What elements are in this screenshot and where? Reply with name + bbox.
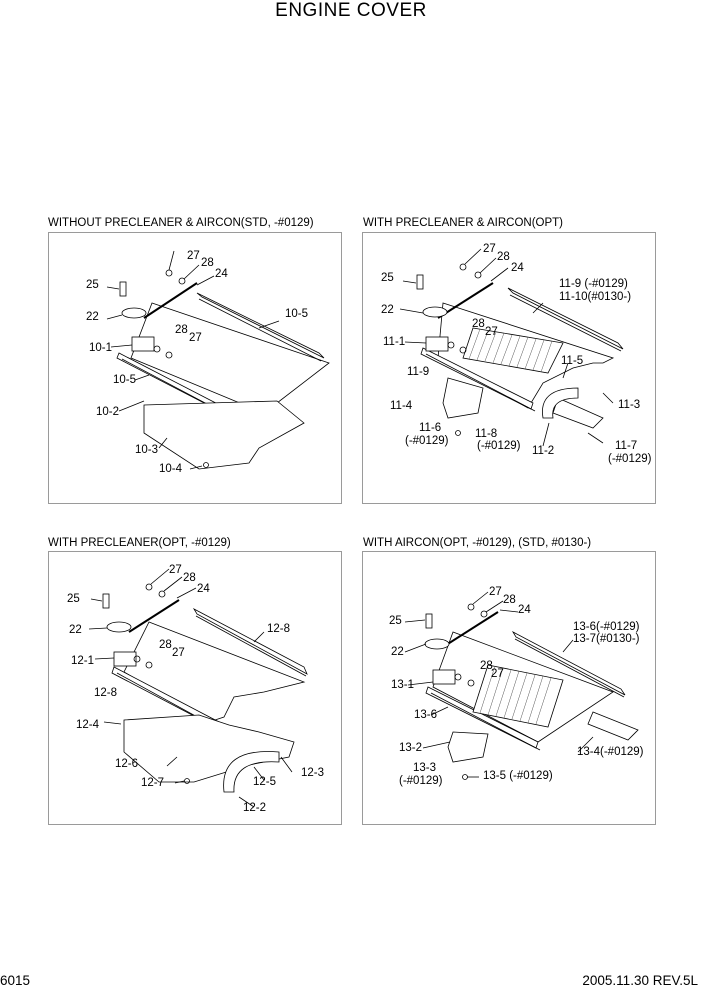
- callout-12-8: 12-8: [267, 623, 291, 635]
- callout-12-4: 12-4: [76, 719, 100, 731]
- callout-13-5: 13-5 (-#0129): [483, 770, 553, 782]
- callout-28b: 28: [472, 318, 485, 330]
- callout-10-1: 10-1: [89, 342, 113, 354]
- panel-2-title: WITH PRECLEANER & AIRCON(OPT): [363, 217, 563, 229]
- callout-13-4: 13-4(-#0129): [577, 746, 644, 758]
- callout-13-1: 13-1: [391, 679, 415, 691]
- callout-13-7: 13-7(#0130-): [573, 633, 640, 645]
- callout-27b: 27: [485, 326, 498, 338]
- bracket-11-2: [542, 387, 579, 419]
- callout-12-3: 12-3: [301, 767, 325, 779]
- callout-24: 24: [511, 262, 524, 274]
- panel-3-title: WITH PRECLEANER(OPT, -#0129): [48, 537, 231, 549]
- callout-11-8-note: (-#0129): [477, 440, 521, 452]
- callout-27: 27: [489, 586, 502, 598]
- callout-22: 22: [86, 311, 99, 323]
- callout-11-6: 11-6: [419, 422, 442, 434]
- pad-13-3: [447, 731, 489, 763]
- callout-11-7: 11-7: [615, 440, 638, 452]
- callout-13-3-note: (-#0129): [399, 775, 443, 787]
- callout-28b: 28: [175, 324, 188, 336]
- callout-11-10: 11-10(#0130-): [559, 291, 632, 303]
- callout-25: 25: [381, 272, 394, 284]
- panel-4-drawing: [404, 591, 639, 780]
- callout-10-4: 10-4: [159, 463, 183, 475]
- panel-3-with-precleaner: 27 28 24 25 22 28 27 12-1 12-8 12-8 12-4…: [48, 551, 342, 825]
- pad-13-4: [587, 711, 639, 741]
- callout-11-2: 11-2: [532, 445, 555, 457]
- callout-28: 28: [183, 572, 196, 584]
- callout-25: 25: [67, 593, 80, 605]
- callout-28b: 28: [480, 660, 493, 672]
- callout-12-8b: 12-8: [94, 687, 118, 699]
- callout-22: 22: [381, 304, 394, 316]
- pad-11-6: [442, 377, 484, 419]
- callout-22: 22: [69, 624, 82, 636]
- rail-right: [192, 607, 308, 675]
- callout-11-9: 11-9: [407, 366, 430, 378]
- callout-28b: 28: [159, 639, 172, 651]
- callout-12-2: 12-2: [243, 802, 267, 814]
- bracket-12-5: [223, 751, 280, 793]
- callout-11-4: 11-4: [390, 400, 413, 412]
- callout-11-3: 11-3: [618, 399, 641, 411]
- panel-4-with-aircon: 27 28 24 25 22 28 27 13-1 13-6 13-2 13-3…: [362, 551, 656, 825]
- page-number: 6015: [0, 973, 31, 988]
- rail-right: [196, 292, 325, 359]
- callout-25: 25: [86, 279, 99, 291]
- callout-28: 28: [497, 251, 510, 263]
- cover-plate: [123, 621, 306, 723]
- panel-3-drawing: [88, 568, 308, 808]
- callout-12-6: 12-6: [115, 758, 139, 770]
- callout-10-5b: 10-5: [113, 374, 137, 386]
- callout-27b: 27: [491, 668, 504, 680]
- panel-2-drawing: [399, 248, 624, 447]
- callout-11-5: 11-5: [561, 355, 584, 367]
- aircon-grille: [462, 327, 564, 374]
- revision-date: 2005.11.30 REV.5L: [582, 973, 698, 988]
- callout-10-2: 10-2: [96, 406, 120, 418]
- callout-27: 27: [169, 564, 182, 576]
- callout-28: 28: [503, 594, 516, 606]
- rail-right: [507, 287, 624, 350]
- callout-12-7: 12-7: [141, 777, 165, 789]
- callout-10-5: 10-5: [285, 308, 309, 320]
- panel-1-without-precleaner-aircon: 27 28 24 25 22 28 27 10-1 10-5 10-5 10-2…: [48, 232, 342, 504]
- callout-28: 28: [201, 257, 214, 269]
- callout-13-6: 13-6: [414, 709, 438, 721]
- callout-24: 24: [197, 583, 210, 595]
- callout-13-3: 13-3: [413, 762, 437, 774]
- callout-11-6-note: (-#0129): [405, 435, 449, 447]
- aircon-grille: [472, 664, 564, 728]
- pad-10-3: [143, 400, 305, 470]
- panel-1-title: WITHOUT PRECLEANER & AIRCON(STD, -#0129): [48, 217, 314, 229]
- callout-12-5: 12-5: [253, 776, 277, 788]
- callout-11-1: 11-1: [383, 336, 406, 348]
- page-title: ENGINE COVER: [275, 0, 427, 21]
- callout-13-2: 13-2: [399, 742, 423, 754]
- callout-27b: 27: [189, 332, 202, 344]
- callout-25: 25: [389, 615, 402, 627]
- callout-10-3: 10-3: [135, 444, 159, 456]
- callout-27: 27: [187, 250, 200, 262]
- callout-13-6-std: 13-6(-#0129): [573, 621, 640, 633]
- panel-4-title: WITH AIRCON(OPT, -#0129), (STD, #0130-): [363, 537, 592, 549]
- pad-11-7: [552, 397, 604, 429]
- callout-24: 24: [518, 604, 531, 616]
- callout-27: 27: [483, 243, 496, 255]
- panel-1-drawing: [106, 250, 330, 470]
- callout-12-1: 12-1: [71, 655, 95, 667]
- callout-11-9-std: 11-9 (-#0129): [559, 278, 628, 290]
- panel-2-with-precleaner-aircon: 27 28 24 25 22 28 27 11-1 11-9 11-4 11-6…: [362, 232, 656, 504]
- callout-27b: 27: [172, 647, 185, 659]
- callout-11-7-note: (-#0129): [608, 453, 652, 465]
- callout-24: 24: [215, 268, 228, 280]
- pad-12-6: [123, 714, 295, 783]
- rail-right: [511, 630, 626, 696]
- callout-22: 22: [391, 646, 404, 658]
- callout-11-8: 11-8: [475, 428, 498, 440]
